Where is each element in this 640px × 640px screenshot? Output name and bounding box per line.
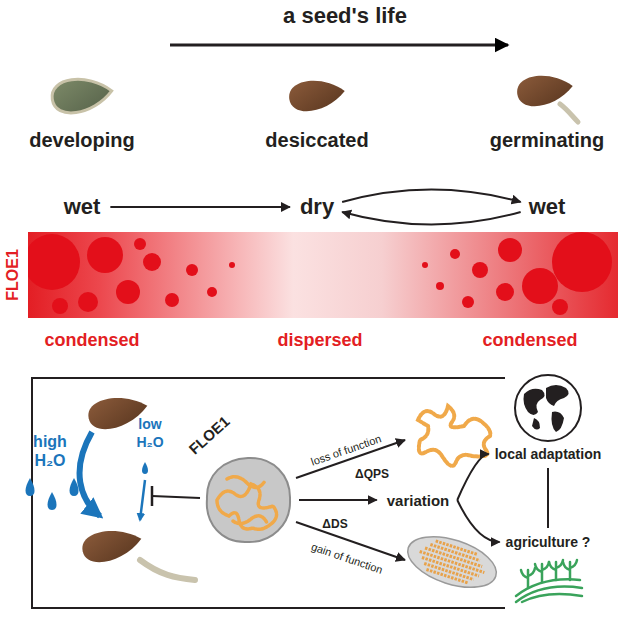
node-text: variation	[387, 492, 450, 509]
mutation-name: ΔQPS	[355, 467, 389, 481]
dispersed-protein	[418, 406, 490, 466]
connector	[457, 454, 488, 500]
condensate-droplet	[203, 455, 293, 545]
globe-node: local adaptation	[493, 372, 604, 464]
field-node: agriculture ?	[504, 532, 593, 604]
condensate-dots	[28, 232, 612, 315]
developing-seed	[50, 74, 114, 115]
state-label: condensed	[44, 330, 139, 351]
water-label: high	[33, 433, 67, 451]
node-text: wet	[64, 194, 101, 220]
high-water-arrow	[80, 432, 100, 516]
protein-name: FLOE1	[4, 249, 22, 301]
text-node: wet	[60, 192, 105, 222]
stage-label: germinating	[490, 129, 604, 152]
solid-condensate	[401, 527, 502, 597]
germinated-seed	[80, 524, 195, 580]
node-text: agriculture ?	[504, 532, 593, 552]
inhibition-line	[152, 496, 200, 498]
diagram-title: a seed's life	[283, 3, 407, 29]
text-node: variation	[383, 490, 454, 511]
connector	[457, 500, 499, 542]
state-label: dispersed	[277, 330, 362, 351]
text-node: wet	[525, 192, 570, 222]
stage-label: desiccated	[265, 129, 368, 152]
mutation-effect: loss of function	[309, 432, 382, 467]
germinating-seed	[515, 71, 578, 122]
node-text: wet	[529, 194, 566, 220]
mutation-name: ΔDS	[322, 517, 347, 531]
timeline-arrow	[170, 44, 508, 47]
water-label: H₂O	[136, 434, 163, 450]
water-label: H₂O	[34, 452, 65, 470]
connector	[342, 190, 521, 225]
floe1-bar	[28, 232, 618, 318]
node-text: dry	[300, 194, 334, 220]
field-icon	[512, 552, 584, 604]
connector	[110, 206, 290, 208]
desiccated-seed	[287, 76, 347, 114]
panel-frame	[32, 378, 505, 608]
node-text: local adaptation	[493, 444, 604, 464]
text-node: dry	[296, 192, 338, 222]
drop-node: FLOE1	[203, 455, 293, 545]
stage-label: developing	[29, 129, 135, 152]
low-water-arrow	[140, 480, 145, 520]
globe-icon	[512, 372, 584, 444]
state-label: condensed	[482, 330, 577, 351]
mutation-effect: gain of function	[310, 540, 384, 576]
connector	[547, 468, 549, 528]
inhibition-bar	[151, 486, 154, 506]
protein-name: FLOE1	[185, 413, 232, 458]
water-label: low	[138, 416, 161, 432]
connector	[299, 499, 377, 501]
